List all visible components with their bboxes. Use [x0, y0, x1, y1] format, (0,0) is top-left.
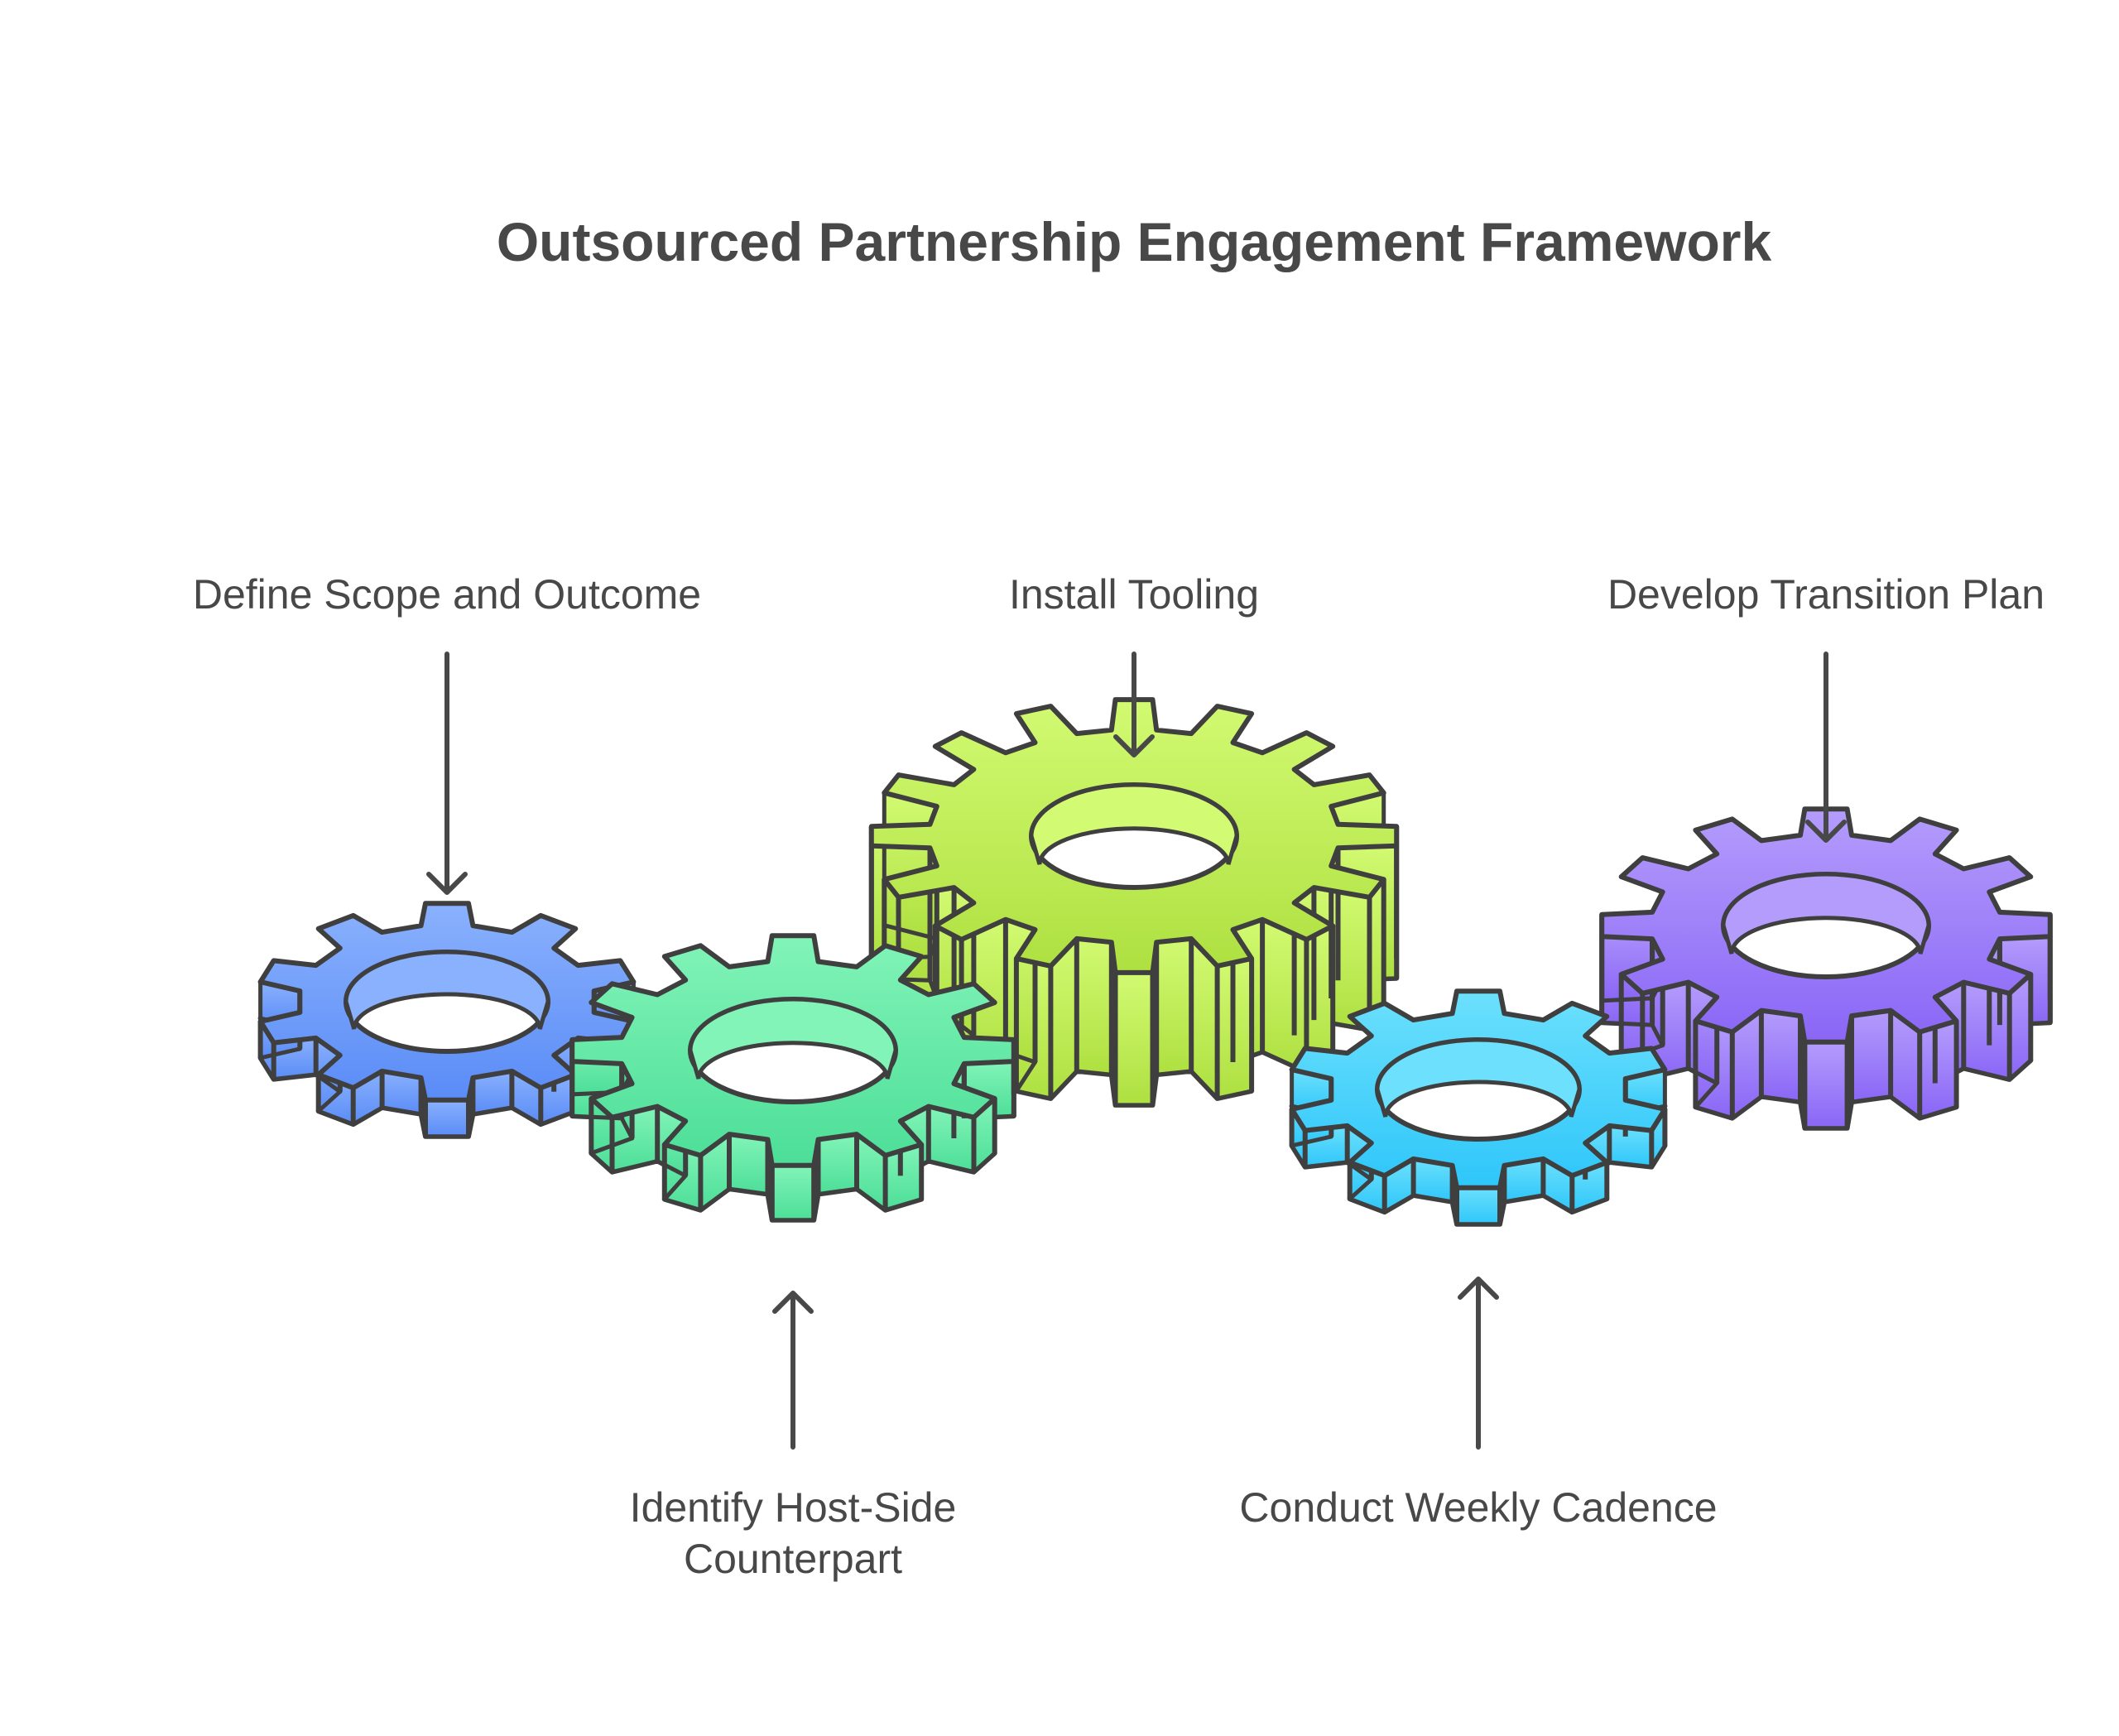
gear-1-hole-wall	[344, 950, 550, 1030]
step-arrow-3	[1113, 652, 1155, 757]
gear-4-hole-wall	[1375, 1037, 1582, 1118]
step-label-1: Define Scope and Outcome	[193, 571, 701, 618]
step-label-4-line-1: Conduct Weekly Cadence	[1239, 1484, 1717, 1531]
step-arrow-1	[426, 652, 468, 895]
step-label-2-line-1: Identify Host-Side	[630, 1484, 957, 1531]
gear-1	[257, 901, 637, 1139]
gear-4	[1289, 988, 1668, 1227]
step-label-3-line-1: Install Tooling	[1009, 571, 1259, 618]
step-label-1-line-1: Define Scope and Outcome	[193, 571, 701, 618]
step-arrow-4	[1458, 1277, 1499, 1450]
gear-2-hole-wall	[688, 997, 898, 1080]
step-label-5: Develop Transition Plan	[1607, 571, 2045, 618]
gear-2	[569, 933, 1016, 1223]
gear-5-hole-wall	[1721, 872, 1931, 955]
step-label-2-line-2: Counterpart	[684, 1536, 902, 1582]
gear-5	[1599, 806, 2053, 1131]
diagram-title: Outsourced Partnership Engagement Framew…	[497, 211, 1772, 272]
step-label-4: Conduct Weekly Cadence	[1239, 1484, 1717, 1531]
step-label-5-line-1: Develop Transition Plan	[1607, 571, 2045, 618]
step-arrow-2	[772, 1291, 814, 1450]
gear-group	[257, 697, 2053, 1227]
step-label-3: Install Tooling	[1009, 571, 1259, 618]
step-arrow-5	[1805, 652, 1847, 843]
gear-3-hole-wall	[1029, 782, 1239, 865]
